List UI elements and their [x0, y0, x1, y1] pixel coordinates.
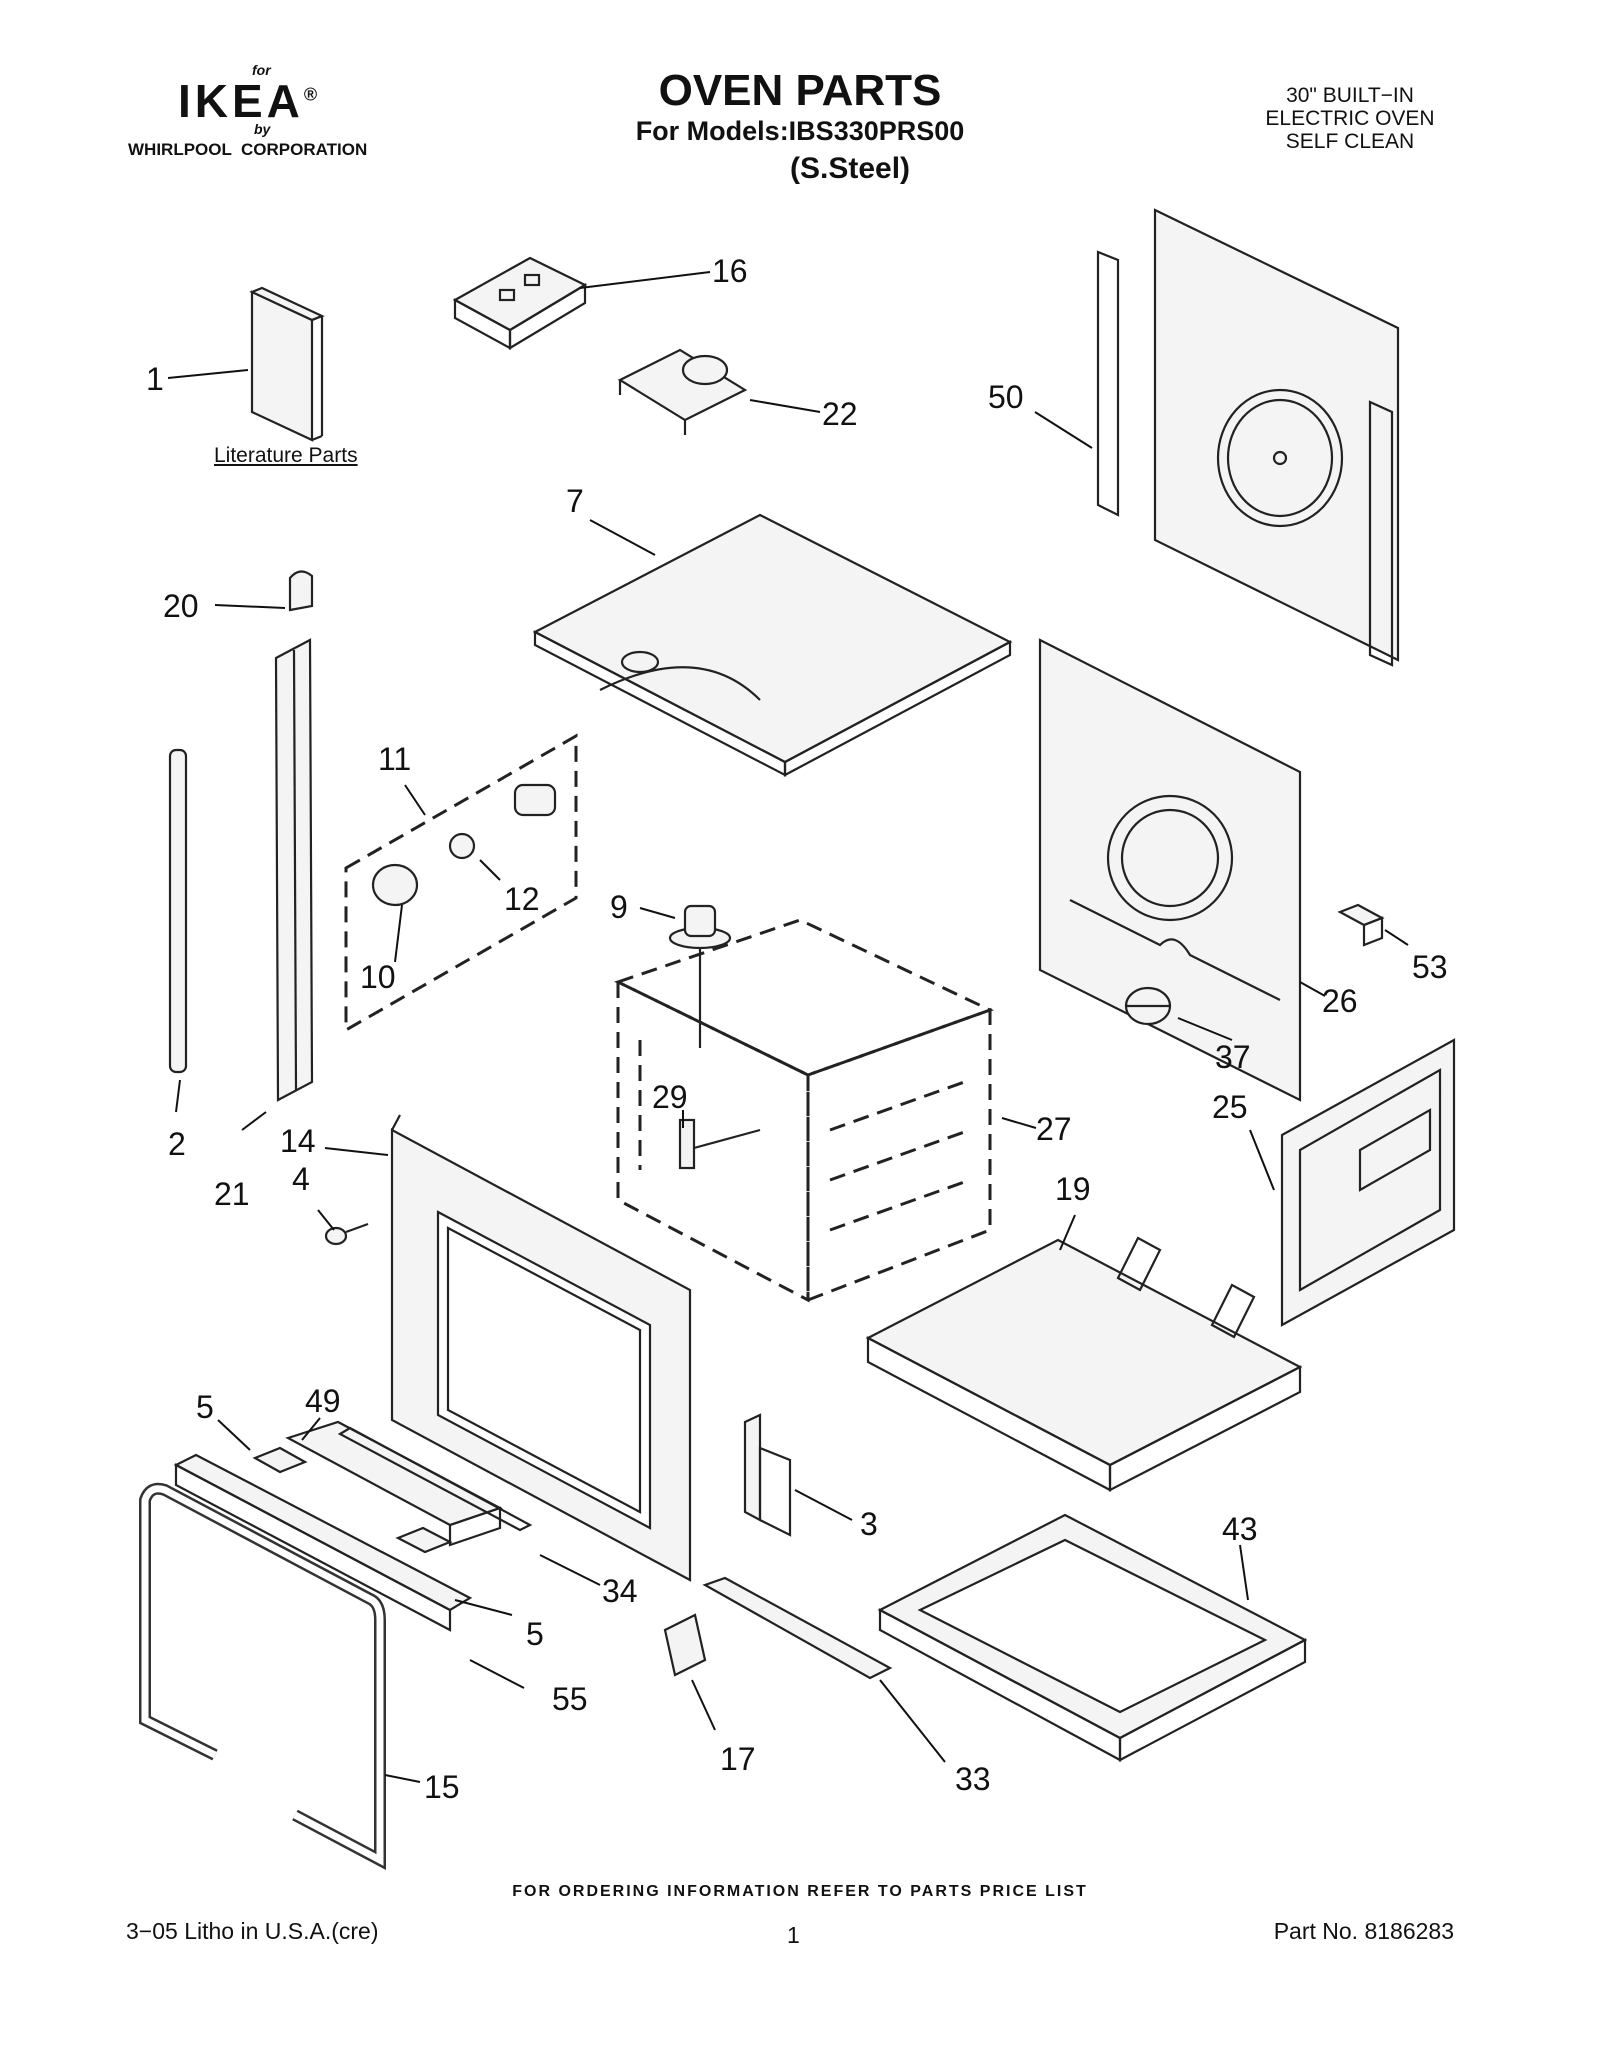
ordering-note: FOR ORDERING INFORMATION REFER TO PARTS …	[512, 1883, 1088, 1900]
part-trim-end-cap	[288, 570, 314, 612]
callout-20: 20	[163, 588, 199, 624]
callout-50: 50	[988, 379, 1024, 415]
callout-11: 11	[378, 741, 411, 777]
callout-5-lower: 5	[526, 1616, 544, 1652]
finish-label: (S.Steel)	[790, 152, 911, 185]
part-hinge-bracket	[743, 1413, 792, 1537]
callout-21: 21	[214, 1176, 250, 1212]
callout-3: 3	[860, 1506, 878, 1542]
callout-17: 17	[720, 1741, 756, 1777]
callout-4: 4	[292, 1161, 310, 1197]
part-oven-cavity	[614, 918, 994, 1303]
callout-22: 22	[822, 396, 858, 432]
brand-for-text: for	[252, 62, 271, 78]
part-rear-panel	[1096, 208, 1400, 667]
callout-19: 19	[1055, 1171, 1091, 1207]
page-title: OVEN PARTS	[658, 66, 942, 115]
callout-12: 12	[504, 881, 540, 917]
part-small-bracket	[1337, 903, 1385, 947]
part-light-assembly-group	[344, 733, 578, 1033]
page-number: 1	[787, 1922, 800, 1948]
leader-lines	[167, 271, 1409, 1783]
callout-7: 7	[566, 483, 584, 519]
description-line: ELECTRIC OVEN	[1265, 107, 1435, 130]
callout-34: 34	[602, 1573, 638, 1609]
ikea-logo-text: IKEA	[178, 75, 304, 127]
callout-29: 29	[652, 1079, 688, 1115]
literature-parts-label: Literature Parts	[214, 444, 358, 467]
part-front-frame	[390, 1114, 692, 1582]
callout-33: 33	[955, 1761, 991, 1797]
callout-2: 2	[168, 1126, 186, 1162]
description-line: SELF CLEAN	[1285, 130, 1415, 153]
callout-10: 10	[360, 959, 396, 995]
brand-corporation: WHIRLPOOL CORPORATION	[128, 140, 368, 159]
ikea-logo: IKEA®	[178, 74, 321, 128]
part-bottom-tray	[877, 1513, 1308, 1762]
registered-mark: ®	[303, 84, 322, 105]
description-line: 30" BUILT−IN	[1286, 84, 1414, 107]
brand-by-text: by	[254, 121, 271, 137]
part-top-panel	[532, 513, 1013, 777]
part-latch-bracket	[663, 1613, 707, 1677]
callout-1: 1	[146, 361, 164, 397]
callout-49: 49	[305, 1383, 341, 1419]
part-vent-duct	[285, 1420, 533, 1547]
callout-5-upper: 5	[196, 1389, 214, 1425]
part-door-gasket	[139, 1482, 386, 1870]
callout-14: 14	[280, 1123, 316, 1159]
callout-26: 26	[1322, 983, 1358, 1019]
callout-9: 9	[610, 889, 628, 925]
callout-27: 27	[1036, 1111, 1072, 1147]
callout-53: 53	[1412, 949, 1448, 985]
models-line: For Models:IBS330PRS00	[635, 116, 965, 146]
callout-55: 55	[552, 1681, 588, 1717]
product-description: 30" BUILT−IN ELECTRIC OVEN SELF CLEAN	[1240, 84, 1460, 153]
part-side-trim	[274, 638, 314, 1102]
part-vent-trim	[173, 1453, 473, 1632]
callout-16: 16	[712, 253, 748, 289]
part-oven-sensor	[668, 904, 761, 1170]
part-rear-shroud	[1038, 638, 1302, 1102]
part-side-panel	[1280, 1038, 1456, 1327]
part-door-latch-motor	[617, 348, 748, 435]
litho-note: 3−05 Litho in U.S.A.(cre)	[126, 1918, 379, 1944]
callout-43: 43	[1222, 1511, 1258, 1547]
part-thermal-fuse	[1124, 986, 1172, 1026]
part-literature-booklet	[249, 286, 325, 442]
part-bottom-panel	[865, 1236, 1303, 1492]
part-vent-strip	[702, 1576, 893, 1680]
part-side-trim-rod	[168, 748, 188, 1074]
part-screw	[324, 1222, 369, 1246]
callout-15: 15	[424, 1769, 460, 1805]
callout-numbers: 1 2 3 4 5 5 7 9 10 11 12 14 15 16 17 19 …	[146, 253, 1448, 1805]
part-number: Part No. 8186283	[1273, 1918, 1454, 1944]
part-spacer-block	[252, 1446, 453, 1554]
callout-37: 37	[1215, 1039, 1251, 1075]
callout-25: 25	[1212, 1089, 1248, 1125]
part-control-board	[452, 256, 588, 350]
